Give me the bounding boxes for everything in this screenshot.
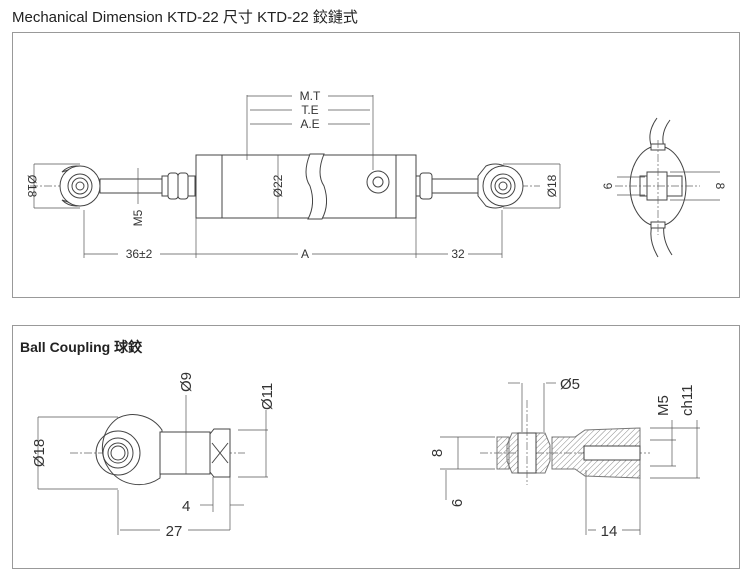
dim6-label: 6 [449, 499, 466, 507]
ch11-label: ch11 [679, 385, 696, 416]
page-title: Mechanical Dimension KTD-22 尺寸 KTD-22 鉸鏈… [12, 9, 358, 26]
dia11-label: Ø11 [259, 383, 276, 410]
dia18-label: Ø18 [31, 439, 48, 467]
left-nut [167, 172, 179, 200]
dia5-label: Ø5 [560, 376, 580, 393]
dim4-label: 4 [182, 498, 190, 515]
ball-coupling-title: Ball Coupling 球鉸 [20, 339, 143, 355]
dia-left-label: Ø18 [25, 175, 39, 198]
dia-right-label: Ø18 [545, 174, 559, 197]
ball-coupling-section-view: Ø5 8 6 M5 ch11 14 [429, 376, 700, 540]
left-length-label: 36±2 [126, 247, 153, 261]
actuator-side-view: 6 8 [601, 117, 727, 258]
m5-label: M5 [655, 395, 672, 416]
right-threaded-rod [431, 178, 481, 194]
te-label: T.E [301, 103, 318, 117]
dim8-label: 8 [429, 449, 446, 457]
right-length-label: 32 [451, 247, 465, 261]
body-length-label: A [301, 247, 309, 261]
ae-label: A.E [300, 117, 319, 131]
side-6-label: 6 [601, 182, 615, 189]
dim14-label: 14 [601, 523, 618, 540]
thread-label: M5 [131, 209, 145, 226]
ball-coupling-front-view: Ø18 Ø9 Ø11 4 27 [31, 372, 276, 540]
dim27-label: 27 [166, 523, 183, 540]
dia9-label: Ø9 [178, 372, 195, 392]
dia-body-label: Ø22 [271, 174, 285, 197]
right-nut [419, 172, 433, 200]
actuator-main-view: M.T T.E A.E Ø22 Ø18 Ø18 M5 36±2 A 32 [25, 89, 561, 261]
left-threaded-rod [99, 178, 163, 194]
side-8-label: 8 [713, 183, 727, 190]
mt-label: M.T [300, 89, 321, 103]
